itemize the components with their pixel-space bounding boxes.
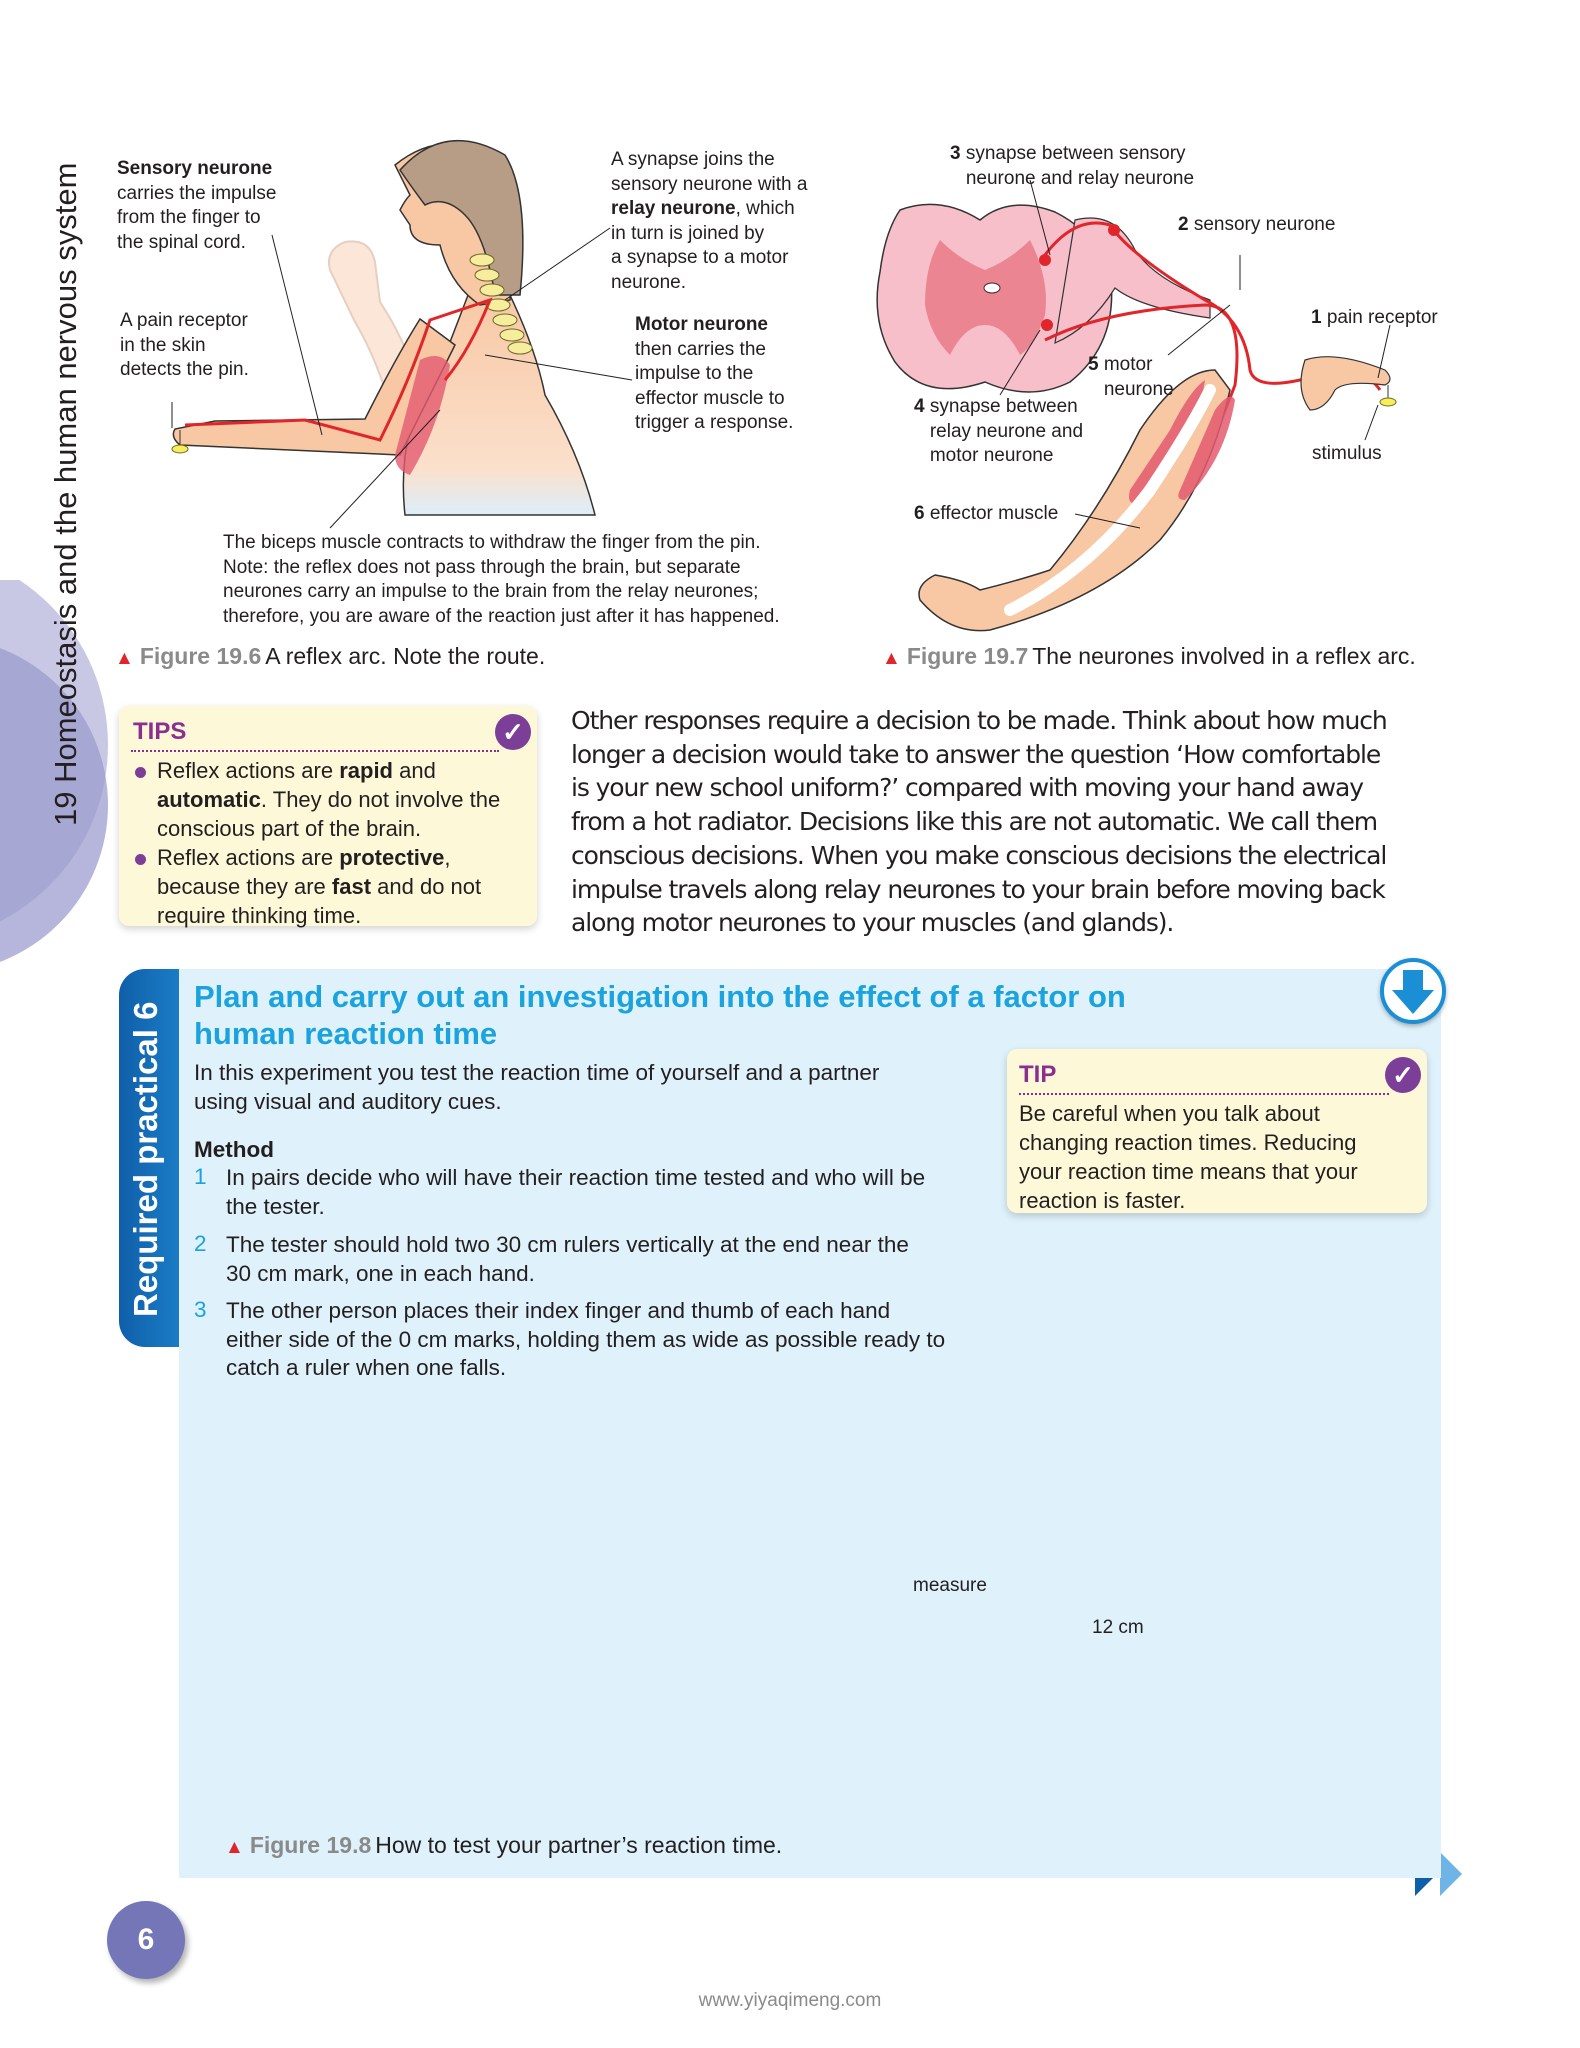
step-text: The tester should hold two 30 cm rulers … [226, 1232, 909, 1286]
practical-heading: Plan and carry out an investigation into… [194, 979, 1126, 1051]
step-number: 1 [194, 1164, 207, 1189]
label-5: 5 motor neurone [1088, 354, 1174, 400]
step-text: In pairs decide who will have their reac… [226, 1165, 926, 1219]
check-icon: ✓ [1385, 1057, 1421, 1093]
triangle-icon: ▲ [882, 648, 901, 669]
step-text: The other person places their index fing… [226, 1298, 946, 1380]
biceps-note: The biceps muscle contracts to withdraw … [223, 532, 780, 627]
triangle-icon: ▲ [225, 1837, 244, 1858]
measure-label: measure [913, 1575, 987, 1596]
divider [1019, 1093, 1389, 1095]
method-heading: Method [194, 1137, 274, 1162]
tips-box: TIPS ✓ Reflex actions are rapid and auto… [119, 706, 537, 928]
required-practical-tab: Required practical 6 [119, 969, 179, 1347]
chapter-tab-circles [0, 580, 108, 962]
body-paragraph: Other responses require a decision to be… [571, 706, 1388, 938]
divider [131, 750, 499, 752]
tip-heading: TIP [1019, 1061, 1057, 1088]
step-number: 2 [194, 1231, 207, 1256]
chapter-title: 19 Homeostasis and the human nervous sys… [48, 162, 83, 826]
triangle-icon: ▲ [115, 648, 134, 669]
label-4: 4 synapse between relay neurone and moto… [914, 396, 1084, 466]
stimulus-label: stimulus [1312, 443, 1382, 464]
check-icon: ✓ [495, 714, 531, 750]
measurement-value: 12 cm [1092, 1617, 1144, 1638]
step-number: 3 [194, 1297, 207, 1322]
label-2: 2 sensory neurone [1178, 214, 1336, 235]
label-6: 6 effector muscle [914, 503, 1059, 524]
label-3: 3 synapse between sensory neurone and re… [950, 143, 1195, 189]
page-number: 6 [107, 1901, 185, 1979]
practical-intro: In this experiment you test the reaction… [194, 1060, 880, 1114]
tip-item: Reflex actions are protective, because t… [133, 843, 527, 930]
tips-heading: TIPS [133, 718, 187, 745]
footer-url: www.yiyaqimeng.com [698, 1990, 882, 2011]
tip-item: Reflex actions are rapid and automatic. … [133, 756, 527, 843]
download-icon[interactable] [1380, 958, 1446, 1024]
label-1: 1 pain receptor [1311, 307, 1438, 328]
